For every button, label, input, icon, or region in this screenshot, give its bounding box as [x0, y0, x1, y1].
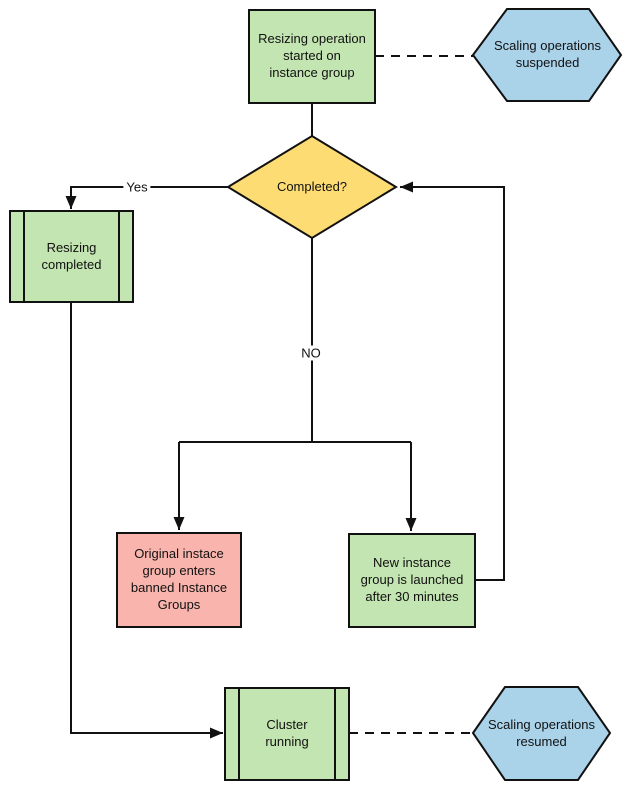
no-edge-label: NO	[298, 345, 324, 361]
node-cluster-bars	[238, 688, 336, 780]
node-resumed-hexagon	[471, 686, 612, 781]
node-banned	[116, 532, 242, 628]
node-resizing-completed	[9, 210, 134, 303]
node-start	[248, 9, 376, 104]
node-decision-diamond	[226, 134, 398, 240]
edge-decision-yes	[65, 186, 228, 209]
node-new-group	[348, 533, 476, 628]
edges	[65, 55, 505, 739]
nodes	[9, 8, 623, 781]
node-resizing-completed-bars	[23, 211, 120, 302]
yes-edge-label: Yes	[123, 179, 151, 195]
node-suspended-hexagon	[471, 8, 623, 102]
edge-resizing-to-cluster	[70, 302, 223, 739]
node-cluster	[224, 687, 350, 781]
edge-new-group-return	[400, 181, 505, 581]
